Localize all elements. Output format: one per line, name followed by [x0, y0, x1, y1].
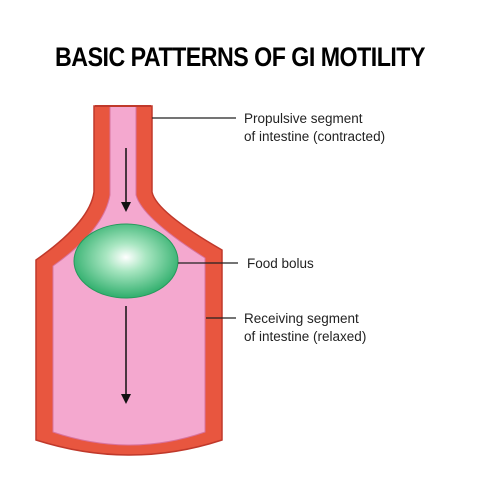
propulsive-label-line2: of intestine (contracted) [244, 129, 385, 144]
propulsive-label-line1: Propulsive segment [244, 111, 363, 126]
propulsion-arrow-upper [121, 148, 131, 212]
receiving-label-line2: of intestine (relaxed) [244, 329, 366, 344]
food-bolus [73, 223, 179, 299]
propulsion-arrow-lower [121, 306, 131, 404]
page-title: BASIC PATTERNS OF GI MOTILITY [55, 42, 425, 72]
bolus-label: Food bolus [247, 256, 314, 271]
receiving-label-line1: Receiving segment [244, 311, 359, 326]
